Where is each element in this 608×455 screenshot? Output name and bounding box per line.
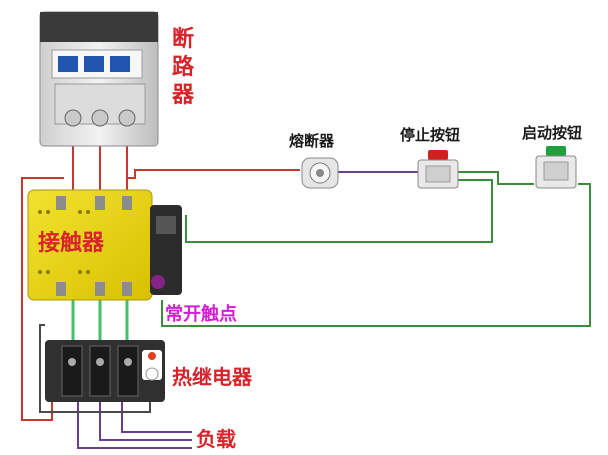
start-button-label: 启动按钮	[522, 124, 582, 142]
contactor-label: 接触器	[38, 230, 105, 256]
breaker-label-char-3: 器	[171, 83, 195, 108]
start-button-icon[interactable]	[535, 146, 577, 189]
wire-load-1	[77, 400, 192, 449]
stop-button-icon[interactable]	[417, 150, 459, 189]
labels: 断 路 器 熔断器 停止按钮 启动按钮 接触器 常开触点 热继电器 负载	[38, 26, 582, 451]
contactor-icon	[27, 189, 182, 301]
wire-stop-to-coil	[185, 179, 493, 243]
thermal-relay-icon	[45, 340, 165, 402]
wire-stop-to-start	[458, 171, 534, 185]
wire-start-to-nocontact	[161, 183, 591, 327]
wire-outer-loop	[21, 177, 64, 421]
stop-button-label: 停止按钮	[400, 126, 460, 144]
wires	[21, 140, 591, 449]
load-label: 负载	[196, 427, 236, 451]
wire-load-2	[99, 400, 192, 441]
fuse-icon	[301, 157, 339, 189]
breaker-label-char-1: 断	[172, 26, 194, 52]
wire-control-to-fuse	[127, 169, 300, 179]
no-contact-label: 常开触点	[165, 303, 237, 325]
wire-load-3	[121, 400, 192, 433]
thermal-relay-label: 热继电器	[172, 365, 253, 389]
wire-relay-return	[39, 324, 151, 413]
breaker-label-char-2: 路	[172, 54, 195, 80]
circuit-breaker-icon	[39, 11, 159, 147]
fuse-label: 熔断器	[289, 132, 335, 150]
